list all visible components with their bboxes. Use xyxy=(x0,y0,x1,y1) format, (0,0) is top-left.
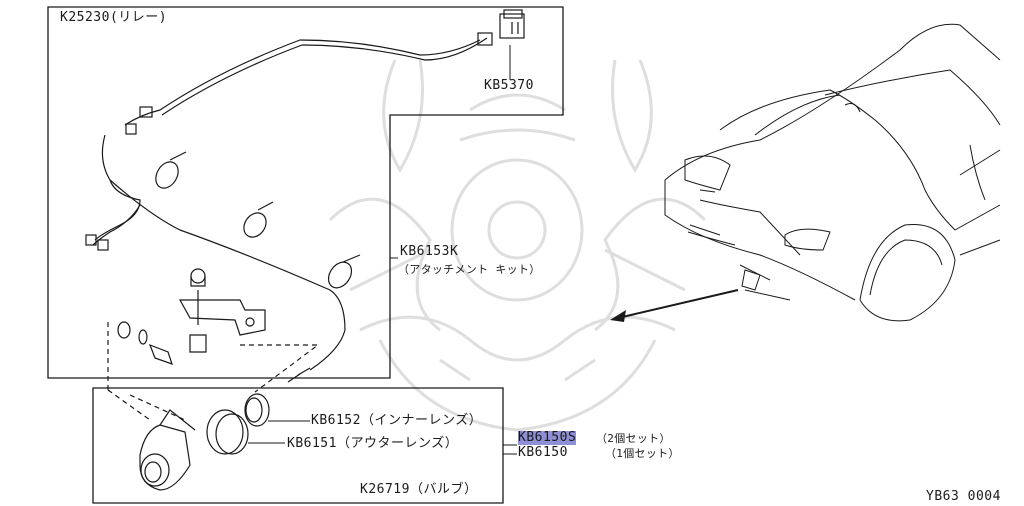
lamp-assembly xyxy=(139,393,270,491)
set1-desc-label: （1個セット） xyxy=(605,447,680,460)
set2-code-label: KB6150S xyxy=(518,430,577,445)
kit-code-label: KB6153K xyxy=(400,244,459,259)
kit-desc-label: （アタッチメント キット） xyxy=(398,263,541,276)
set1-code-label: KB6150 xyxy=(518,445,568,460)
figure-id-label: YB63 0004 xyxy=(926,489,1001,504)
attachment-kit-frame xyxy=(47,6,564,379)
cable-clips xyxy=(155,151,361,289)
outer-lens-label: KB6151（アウターレンズ） xyxy=(287,436,459,451)
car-illustration xyxy=(664,23,1001,322)
set2-desc-label: （2個セット） xyxy=(596,432,671,445)
frames xyxy=(47,6,564,504)
lamp-assembly-frame xyxy=(92,387,504,504)
location-arrow xyxy=(610,289,739,322)
connector-label: KB5370 xyxy=(484,78,534,93)
relay-label: K25230(リレー) xyxy=(60,10,168,25)
bulb-label: K26719（バルブ） xyxy=(360,482,478,497)
wiring-harness xyxy=(85,9,525,383)
inner-lens-label: KB6152（インナーレンズ） xyxy=(311,413,483,428)
bracket-hardware xyxy=(107,268,320,421)
leader-lines xyxy=(248,45,517,455)
